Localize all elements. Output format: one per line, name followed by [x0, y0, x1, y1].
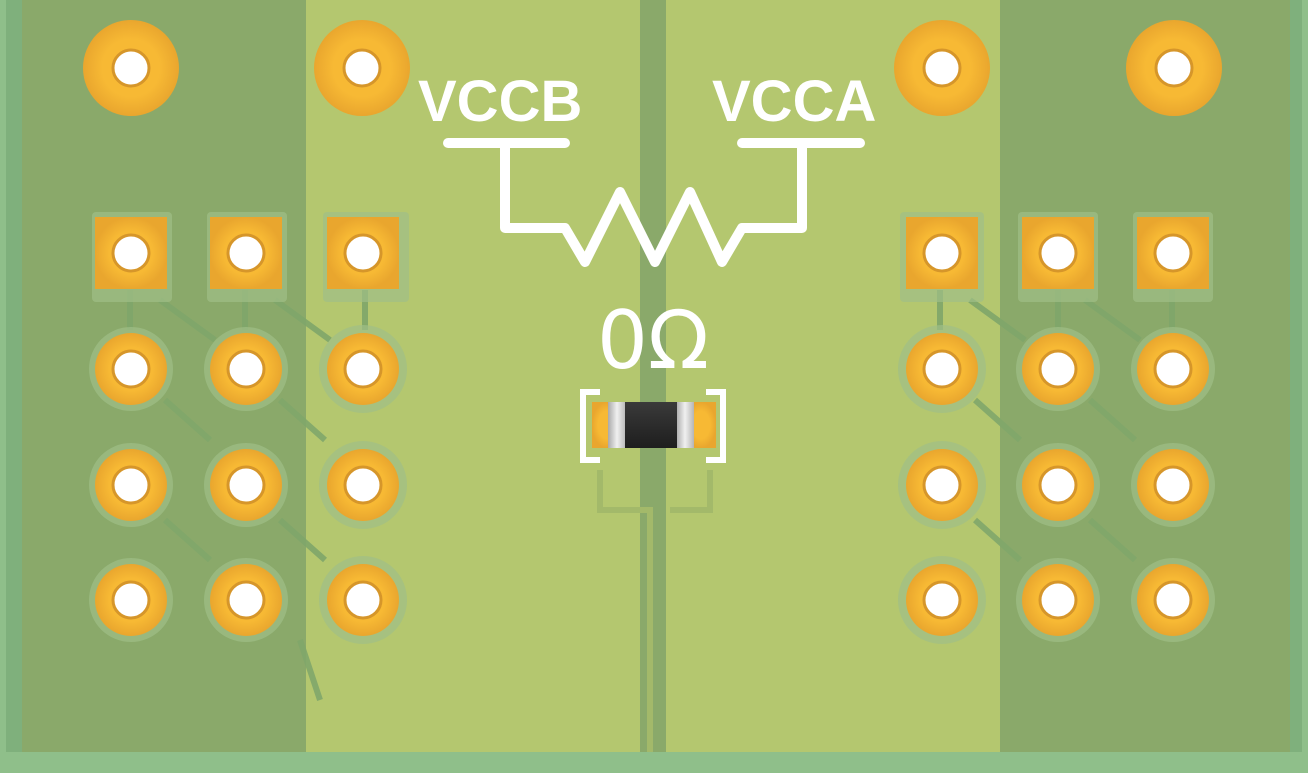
mounting-holes: [83, 20, 1222, 116]
header-pin-round: [319, 441, 407, 529]
vccb-label: VCCB: [418, 69, 582, 134]
mounting-hole-icon: [1126, 20, 1222, 116]
header-pin-round: [1016, 327, 1100, 411]
header-pin-square: [1018, 212, 1098, 302]
header-pin-square: [1133, 212, 1213, 302]
header-pin-round: [204, 327, 288, 411]
header-pin-round: [89, 443, 173, 527]
header-pin-round: [319, 325, 407, 413]
header-pin-round: [1016, 558, 1100, 642]
header-pin-round: [898, 441, 986, 529]
right-header: [898, 212, 1215, 644]
header-pin-round: [204, 558, 288, 642]
board-bottom-edge: [6, 752, 1302, 773]
header-pin-round: [204, 443, 288, 527]
header-pin-round: [319, 556, 407, 644]
vcca-label: VCCA: [712, 69, 876, 134]
mounting-hole-icon: [83, 20, 179, 116]
left-header: [89, 212, 409, 644]
header-pin-round: [1131, 327, 1215, 411]
header-pin-round: [89, 558, 173, 642]
mounting-hole-icon: [894, 20, 990, 116]
header-pin-round: [1016, 443, 1100, 527]
header-pin-round: [1131, 443, 1215, 527]
header-pin-square: [323, 212, 409, 302]
header-pin-round: [898, 325, 986, 413]
mounting-hole-icon: [314, 20, 410, 116]
header-pin-square: [900, 212, 984, 302]
header-pin-square: [92, 212, 172, 302]
header-pin-round: [898, 556, 986, 644]
resistor-value-label: 0Ω: [597, 294, 709, 387]
smd-0603-resistor-icon: [580, 389, 726, 463]
header-pin-round: [1131, 558, 1215, 642]
header-pin-square: [207, 212, 287, 302]
header-pin-round: [89, 327, 173, 411]
resistor-zigzag-icon: [443, 138, 865, 267]
resistor-traces: [597, 470, 713, 752]
